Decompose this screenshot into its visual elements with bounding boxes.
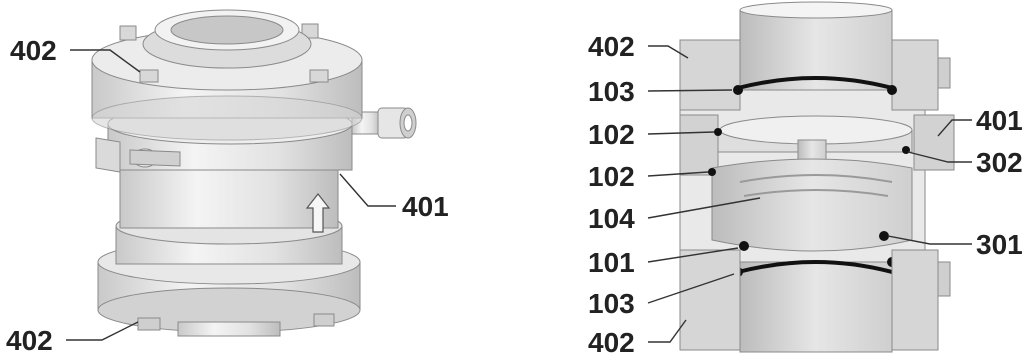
leader-right-102-upper <box>647 131 715 135</box>
label-right-101: 101 <box>588 247 635 278</box>
label-right-402-bottom: 402 <box>588 327 635 358</box>
label-right-401: 401 <box>976 105 1023 136</box>
top-flange <box>91 9 363 141</box>
leader-right-104 <box>647 197 761 219</box>
sectioned-coupling-view <box>679 1 955 353</box>
upper-seal-ring <box>737 76 893 90</box>
leader-right-101 <box>647 247 739 263</box>
leader-right-103-top <box>647 89 733 92</box>
label-left-401: 401 <box>402 191 449 222</box>
label-right-301: 301 <box>976 229 1023 260</box>
label-right-103-bottom: 103 <box>588 288 635 319</box>
flow-arrow-icon <box>305 193 331 233</box>
leader-right-301 <box>887 235 972 245</box>
label-right-103-top: 103 <box>588 76 635 107</box>
bottom-pipe <box>739 261 893 353</box>
leader-left-402-bottom <box>66 321 139 341</box>
label-right-102-lower: 102 <box>588 161 635 192</box>
middle-body <box>119 165 339 233</box>
label-right-102-upper: 102 <box>588 119 635 150</box>
label-right-104: 104 <box>588 203 635 234</box>
leader-left-402-top <box>70 49 141 73</box>
label-left-402-top: 402 <box>10 35 57 66</box>
leader-right-103-bottom <box>647 273 735 304</box>
label-left-402-bottom: 402 <box>6 325 53 356</box>
leader-right-402-bottom <box>648 319 687 343</box>
leader-right-401 <box>937 119 972 137</box>
leader-right-302 <box>907 151 972 163</box>
leader-right-402-top <box>648 45 689 59</box>
lower-seal-ring <box>737 260 893 274</box>
label-right-302: 302 <box>976 147 1023 178</box>
leader-left-401 <box>339 173 396 207</box>
leader-right-102-lower <box>647 171 709 177</box>
label-right-402-top: 402 <box>588 31 635 62</box>
bottom-flange <box>97 239 361 337</box>
assembled-coupling-view <box>91 9 417 337</box>
